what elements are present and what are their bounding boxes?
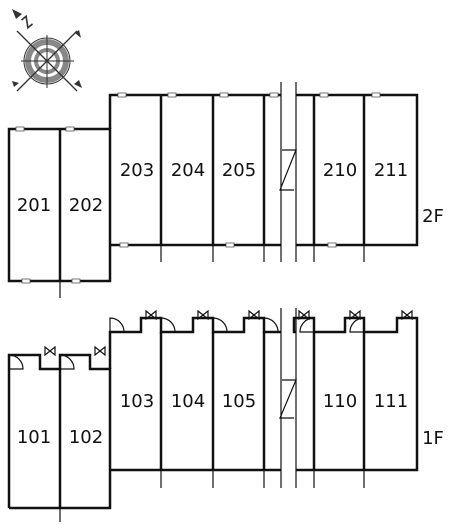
unit-211: 211: [374, 160, 408, 181]
unit-104: 104: [171, 391, 205, 412]
unit-102: 102: [69, 427, 103, 448]
unit-103: 103: [120, 391, 154, 412]
unit-101: 101: [17, 427, 51, 448]
unit-204: 204: [171, 160, 205, 181]
unit-111: 111: [374, 391, 408, 412]
floor-label-2f: 2F: [422, 206, 444, 227]
floor-2f: [7, 82, 419, 298]
unit-210: 210: [323, 160, 357, 181]
floor-label-1f: 1F: [422, 428, 444, 449]
unit-201: 201: [17, 195, 51, 216]
unit-105: 105: [222, 391, 256, 412]
unit-205: 205: [222, 160, 256, 181]
floor-1f: [7, 308, 419, 522]
unit-110: 110: [323, 391, 357, 412]
unit-203: 203: [120, 160, 154, 181]
unit-202: 202: [69, 195, 103, 216]
compass-icon: [12, 9, 82, 92]
